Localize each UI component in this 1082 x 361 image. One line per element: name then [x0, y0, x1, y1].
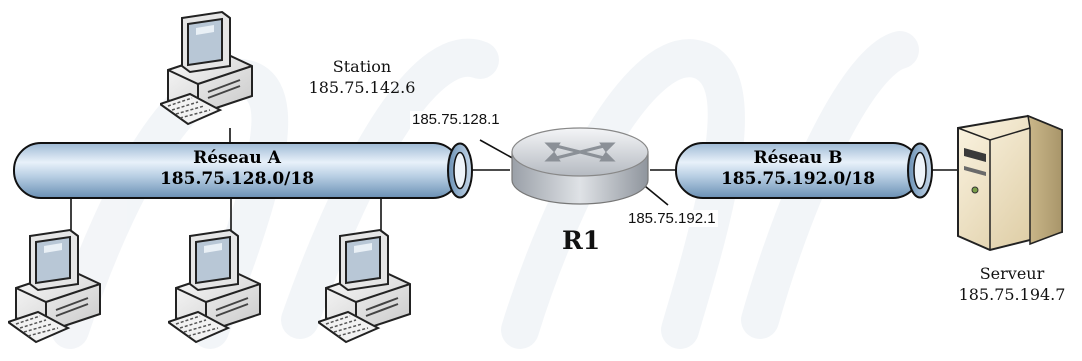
server-tower-icon — [957, 114, 1063, 252]
network-a-label-group: Réseau A 185.75.128.0/18 — [14, 148, 460, 190]
router-icon — [511, 127, 649, 205]
station-label-group: Station 185.75.142.6 — [292, 56, 432, 98]
router-interface-b-ip: 185.75.192.1 — [626, 210, 718, 227]
server-label: Serveur — [979, 264, 1045, 283]
network-b-address: 185.75.192.0/18 — [720, 169, 876, 189]
network-a-address: 185.75.128.0/18 — [159, 169, 315, 189]
server-ip: 185.75.194.7 — [958, 285, 1066, 304]
station-computer-icon — [160, 11, 253, 125]
network-a-pipe — [13, 142, 473, 199]
network-b-pipe — [675, 142, 933, 199]
server-label-group: Serveur 185.75.194.7 — [944, 263, 1080, 305]
network-b-name: Réseau B — [753, 148, 843, 168]
network-a-name: Réseau A — [193, 148, 281, 168]
router-name: R1 — [562, 226, 601, 255]
station-label: Station — [332, 57, 392, 76]
router-interface-a-ip: 185.75.128.1 — [410, 111, 502, 128]
network-b-label-group: Réseau B 185.75.192.0/18 — [676, 148, 920, 190]
station-ip: 185.75.142.6 — [308, 78, 416, 97]
